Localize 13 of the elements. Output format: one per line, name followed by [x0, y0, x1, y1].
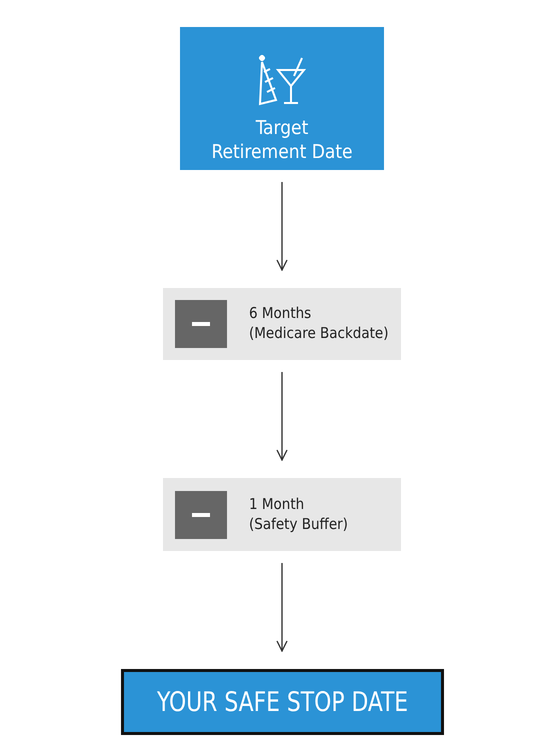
result-label: YOUR SAFE STOP DATE	[156, 686, 408, 718]
result-box	[121, 669, 444, 735]
step-heading: 6 Months	[249, 304, 312, 322]
step-box	[163, 478, 401, 551]
arrow	[276, 182, 288, 271]
step-heading: 1 Month	[249, 494, 304, 512]
step-note: (Safety Buffer)	[249, 514, 348, 532]
start-label: Target Retirement Date	[210, 116, 354, 164]
step-note: (Medicare Backdate)	[249, 324, 388, 342]
step-box	[163, 288, 401, 360]
arrow	[276, 372, 288, 461]
start-box	[180, 27, 384, 170]
arrow	[276, 563, 288, 652]
